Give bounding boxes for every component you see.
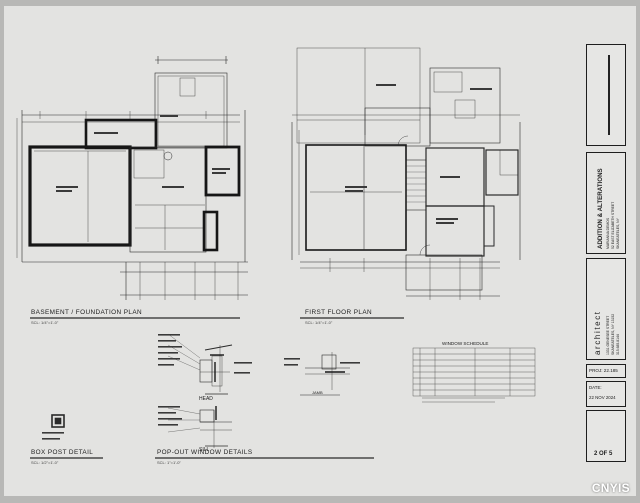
pop-out-window-details-drawing (155, 333, 374, 459)
basement-plan-scale: SCL: 1/4"=1'-0" (31, 320, 59, 325)
pop-out-window-details-scale: SCL: 1"=1'-0" (157, 460, 181, 465)
basement-plan-drawing (16, 56, 248, 319)
sheet-number-panel: 2 OF 5 (586, 410, 626, 462)
basement-plan-title: BASEMENT / FOUNDATION PLAN (31, 309, 143, 316)
sheet-number: 2 OF 5 (594, 451, 613, 457)
project-title-panel: ADDITION & ALTERATIONS MARIANNA DEMOS 52… (586, 152, 626, 254)
project-title: ADDITION & ALTERATIONS (597, 168, 604, 249)
jamb-detail-label: JAMB (312, 390, 323, 395)
watermark-logo: CNYIS (591, 481, 630, 495)
date-panel: DATE: 22 NOV 2024 (586, 381, 626, 407)
firm-address: 1331 GENESEE STREET SKANEATELES, NY 1315… (606, 313, 620, 355)
drawing-sheet (4, 6, 636, 496)
head-detail-label: HEAD (199, 396, 213, 402)
sill-detail-label: SILL (199, 447, 210, 453)
pop-out-window-details-title: POP-OUT WINDOW DETAILS (157, 449, 253, 456)
project-number-panel: PROJ: 22.185 (586, 364, 626, 378)
project-address: MARIANNA DEMOS 52 EAST ELIZABETH STREET … (606, 201, 620, 249)
date-value: 22 NOV 2024 (589, 395, 616, 400)
illegible-annotations (42, 84, 492, 440)
firm-name: architect (593, 310, 602, 355)
window-schedule-title: WINDOW SCHEDULE (442, 341, 489, 346)
box-post-detail-title: BOX POST DETAIL (31, 449, 94, 456)
date-label: DATE: (589, 385, 602, 390)
box-post-detail-scale: SCL: 1/2"=1'-0" (31, 460, 59, 465)
first-floor-plan-title: FIRST FLOOR PLAN (305, 309, 373, 316)
project-number: PROJ: 22.185 (589, 368, 618, 373)
box-post-detail-drawing (30, 414, 103, 459)
firm-panel: architect 1331 GENESEE STREET SKANEATELE… (586, 258, 626, 360)
title-block-bar (608, 55, 610, 135)
title-block-blank-panel (586, 44, 626, 146)
window-schedule-table (412, 347, 536, 403)
first-floor-plan-drawing (291, 47, 521, 319)
first-floor-plan-scale: SCL: 1/4"=1'-0" (305, 320, 333, 325)
